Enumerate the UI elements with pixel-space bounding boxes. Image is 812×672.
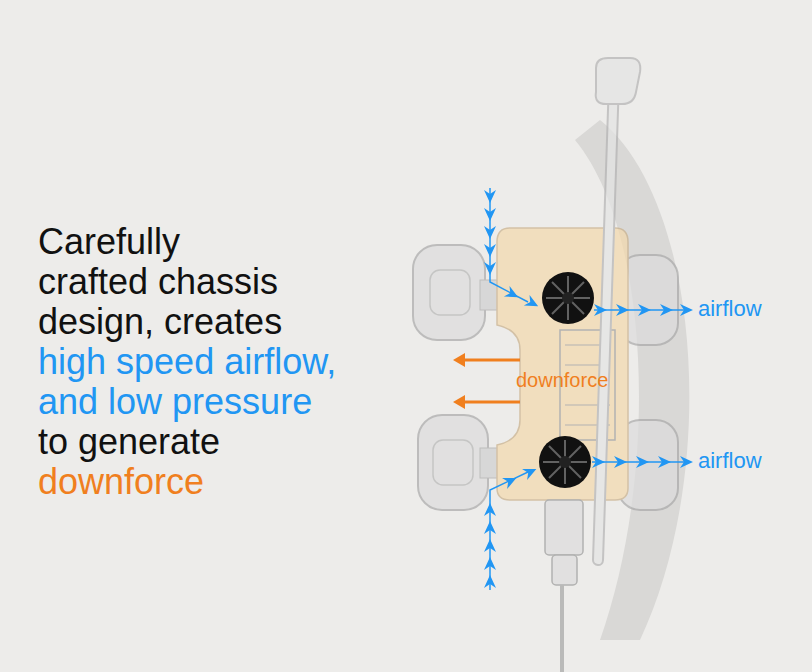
pole (598, 80, 614, 560)
bracket (545, 500, 583, 555)
flow-label: airflow (698, 296, 762, 322)
downforce-arrows (453, 353, 520, 409)
bracket (552, 555, 577, 585)
caption-text: to generate (38, 422, 378, 462)
wheel-hub (433, 440, 473, 485)
airflow-arrows (484, 188, 693, 590)
wheel (413, 245, 485, 340)
caption-text: downforce (38, 462, 378, 502)
rod (560, 585, 564, 672)
wheel (418, 415, 488, 510)
wheel-hub (430, 270, 470, 315)
force-label: downforce (516, 368, 608, 392)
fan (542, 272, 594, 324)
fan (539, 436, 591, 488)
pole-cap (596, 58, 641, 104)
robot-body (413, 58, 678, 672)
pole (598, 80, 614, 560)
caption-text: Carefully crafted chassis design, create… (38, 222, 288, 342)
caption-text: high speed airflow, and low pressure (38, 342, 378, 422)
flow-label: airflow (698, 448, 762, 474)
